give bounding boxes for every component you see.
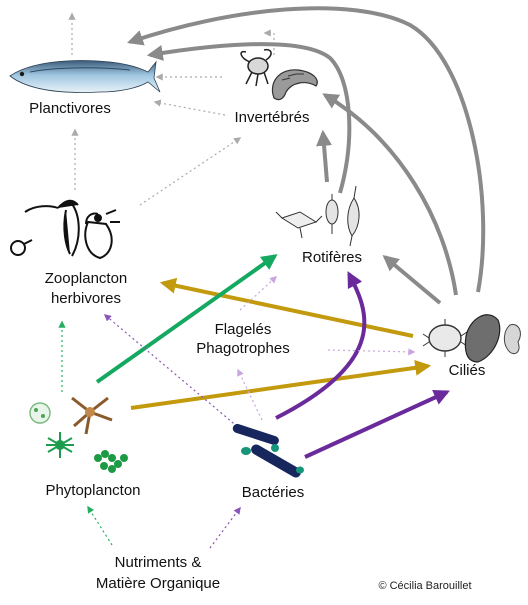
label-zooplancton-line2: herbivores <box>51 290 121 307</box>
arrow-bacteries-to-flageles <box>237 368 263 421</box>
arrow-cilies-to-planctivores-outer <box>126 6 486 293</box>
arrow-invertebres-up <box>263 29 275 55</box>
arrow-invertebres-to-planctivores <box>153 99 226 116</box>
label-phytoplancton: Phytoplancton <box>45 482 140 499</box>
arrow-bacteries-to-cilies <box>304 390 450 459</box>
arrow-nutriments-to-bacteries <box>209 506 241 549</box>
phytoplankton-icon <box>29 396 128 473</box>
arrow-bacteries-to-zooplancton <box>103 314 246 434</box>
label-planctivores: Planctivores <box>29 100 111 117</box>
arrow-zooplancton-to-invertebres <box>139 137 242 206</box>
gold-arrows <box>130 277 432 410</box>
dotted-colored-arrows <box>58 276 416 549</box>
arrow-flageles-to-cilies <box>327 348 416 356</box>
arrow-bacteries-to-rotiferes <box>275 271 367 420</box>
label-flageles-line1: Flagelés <box>215 321 272 338</box>
copepod-icon <box>240 48 272 87</box>
arrow-cilies-to-rotiferes <box>382 254 442 305</box>
arrow-cilies-to-zooplancton <box>159 277 414 338</box>
label-invertebres: Invertébrés <box>234 109 309 126</box>
label-flageles-line2: Phagotrophes <box>196 340 289 357</box>
ciliate-icon <box>422 314 521 363</box>
arrow-rotiferes-to-invertebres <box>316 129 333 183</box>
label-nutriments-line2: Matière Organique <box>96 575 220 592</box>
arrow-rotiferes-to-planctivores <box>146 42 352 194</box>
fish-icon <box>9 60 161 93</box>
arrow-flageles-to-rotiferes <box>239 276 278 311</box>
label-zooplancton-line1: Zooplancton <box>45 270 128 287</box>
label-rotiferes: Rotifères <box>302 249 362 266</box>
label-cilies: Ciliés <box>449 362 486 379</box>
label-nutriments-line1: Nutriments & <box>115 554 202 571</box>
amphipod-icon <box>271 69 318 101</box>
node-labels: Planctivores Invertébrés Rotifères Zoopl… <box>29 100 485 592</box>
arrow-nutriments-to-phyto <box>87 505 113 546</box>
daphnia-icon <box>10 199 120 260</box>
arrow-phyto-to-rotiferes <box>95 254 278 384</box>
arrow-cilies-to-invertebres <box>322 93 458 296</box>
bacteria-icon <box>232 423 304 478</box>
grey-arrows <box>126 6 486 305</box>
purple-arrows <box>275 271 450 459</box>
dotted-grey-arrows <box>68 12 275 206</box>
label-bacteries: Bactéries <box>242 484 305 501</box>
credit-text: © Cécilia Barouillet <box>378 580 471 592</box>
rotifer-icon <box>275 185 360 247</box>
arrow-phyto-to-cilies <box>130 359 432 410</box>
